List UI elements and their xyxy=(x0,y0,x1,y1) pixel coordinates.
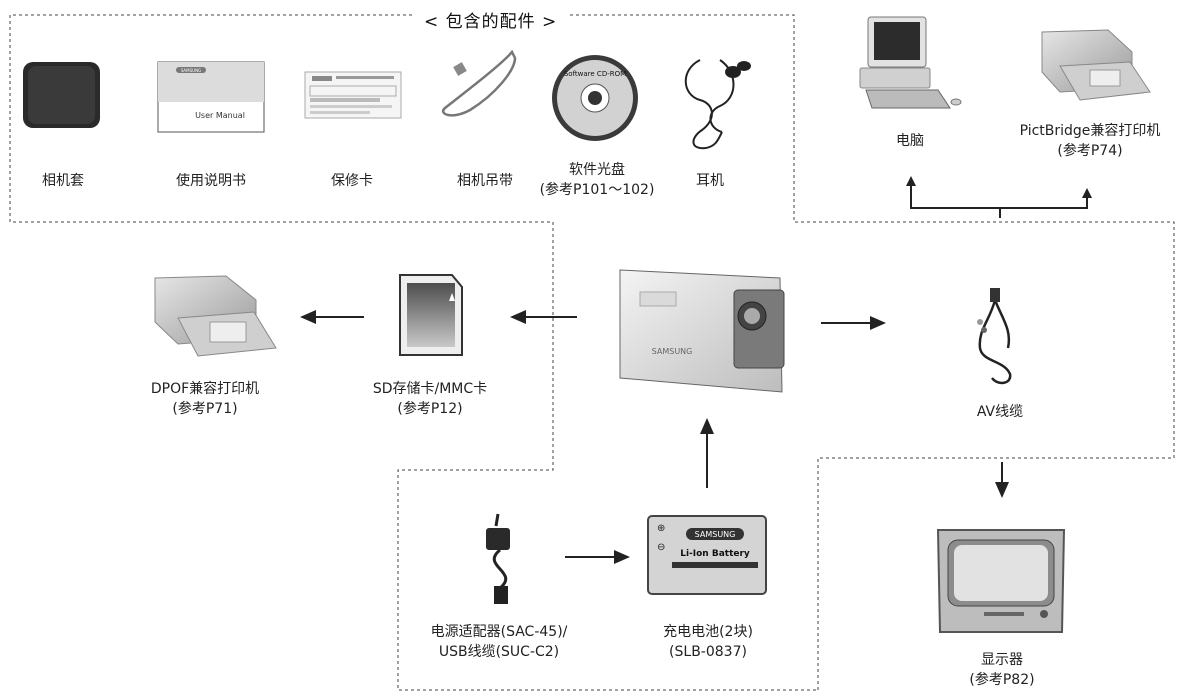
sd-card-label: SD存储卡/MMC卡 (参考P12) xyxy=(360,379,500,419)
dpof-printer-image xyxy=(154,275,277,357)
pictbridge-printer-image xyxy=(1041,29,1151,101)
dpof-printer-name: DPOF兼容打印机 xyxy=(150,381,260,397)
camera-case-image xyxy=(23,62,100,128)
camera-strap-image xyxy=(442,49,517,117)
camera-brand: SAMSUNG xyxy=(652,347,693,356)
software-cd-name: 软件光盘 xyxy=(569,162,625,178)
software-cd-ref: (参考P101～102) xyxy=(539,182,655,198)
earphones-image xyxy=(684,59,751,150)
av-cable-image xyxy=(977,288,1012,385)
sd-card-ref: (参考P12) xyxy=(397,401,463,417)
camera-case-label: 相机套 xyxy=(42,173,84,189)
warranty-card-image xyxy=(304,71,402,119)
monitor-image xyxy=(936,529,1066,633)
arrows xyxy=(300,176,1092,564)
svg-text:⊕: ⊕ xyxy=(657,523,665,534)
camera-image: SAMSUNG xyxy=(619,269,785,393)
manual-brand: SAMSUNG xyxy=(181,68,201,73)
monitor-label: 显示器 (参考P82) xyxy=(960,650,1044,690)
computer-image xyxy=(859,16,962,109)
cd-text: Software CD-ROM xyxy=(564,70,626,78)
power-adapter-label: 电源适配器(SAC-45)/ USB线缆(SUC-C2) xyxy=(410,622,588,662)
dpof-printer-ref: (参考P71) xyxy=(172,401,238,417)
pictbridge-printer-label: PictBridge兼容打印机 (参考P74) xyxy=(1010,121,1170,161)
included-accessories-title: < 包含的配件 > xyxy=(418,7,564,32)
power-adapter-name: 电源适配器(SAC-45)/ xyxy=(430,624,568,640)
user-manual-image: SAMSUNG User Manual xyxy=(157,61,265,133)
dpof-printer-label: DPOF兼容打印机 (参考P71) xyxy=(130,379,280,419)
pictbridge-printer-ref: (参考P74) xyxy=(1057,143,1123,159)
manual-text: User Manual xyxy=(195,111,245,120)
svg-text:⊖: ⊖ xyxy=(657,542,665,553)
accessories-box-border-right xyxy=(570,14,1175,690)
sd-card-image xyxy=(399,274,463,356)
monitor-name: 显示器 xyxy=(981,652,1023,668)
battery-type: Li-Ion Battery xyxy=(680,549,750,559)
monitor-ref: (参考P82) xyxy=(969,672,1035,688)
user-manual-label: 使用说明书 xyxy=(176,173,246,189)
warranty-card-label: 保修卡 xyxy=(331,173,373,189)
software-cd-image: Software CD-ROM xyxy=(552,55,638,141)
av-cable-label: AV线缆 xyxy=(976,404,1024,420)
computer-label: 电脑 xyxy=(896,133,924,149)
battery-brand: SAMSUNG xyxy=(695,530,736,539)
pictbridge-printer-name: PictBridge兼容打印机 xyxy=(1019,123,1161,139)
battery-image: SAMSUNG Li-Ion Battery ⊕ ⊖ xyxy=(647,515,767,595)
battery-label: 充电电池(2块) (SLB-0837) xyxy=(646,622,770,662)
battery-name: 充电电池(2块) xyxy=(663,624,753,640)
sd-card-name: SD存储卡/MMC卡 xyxy=(372,381,488,397)
camera-strap-label: 相机吊带 xyxy=(457,173,513,189)
software-cd-label: 软件光盘 (参考P101～102) xyxy=(530,160,664,200)
power-adapter-image xyxy=(486,513,510,604)
battery-model: (SLB-0837) xyxy=(669,644,747,660)
dashed-borders xyxy=(9,14,1175,691)
earphones-label: 耳机 xyxy=(696,173,724,189)
usb-cable-name: USB线缆(SUC-C2) xyxy=(438,644,560,660)
pc-branch-line xyxy=(910,188,1092,209)
